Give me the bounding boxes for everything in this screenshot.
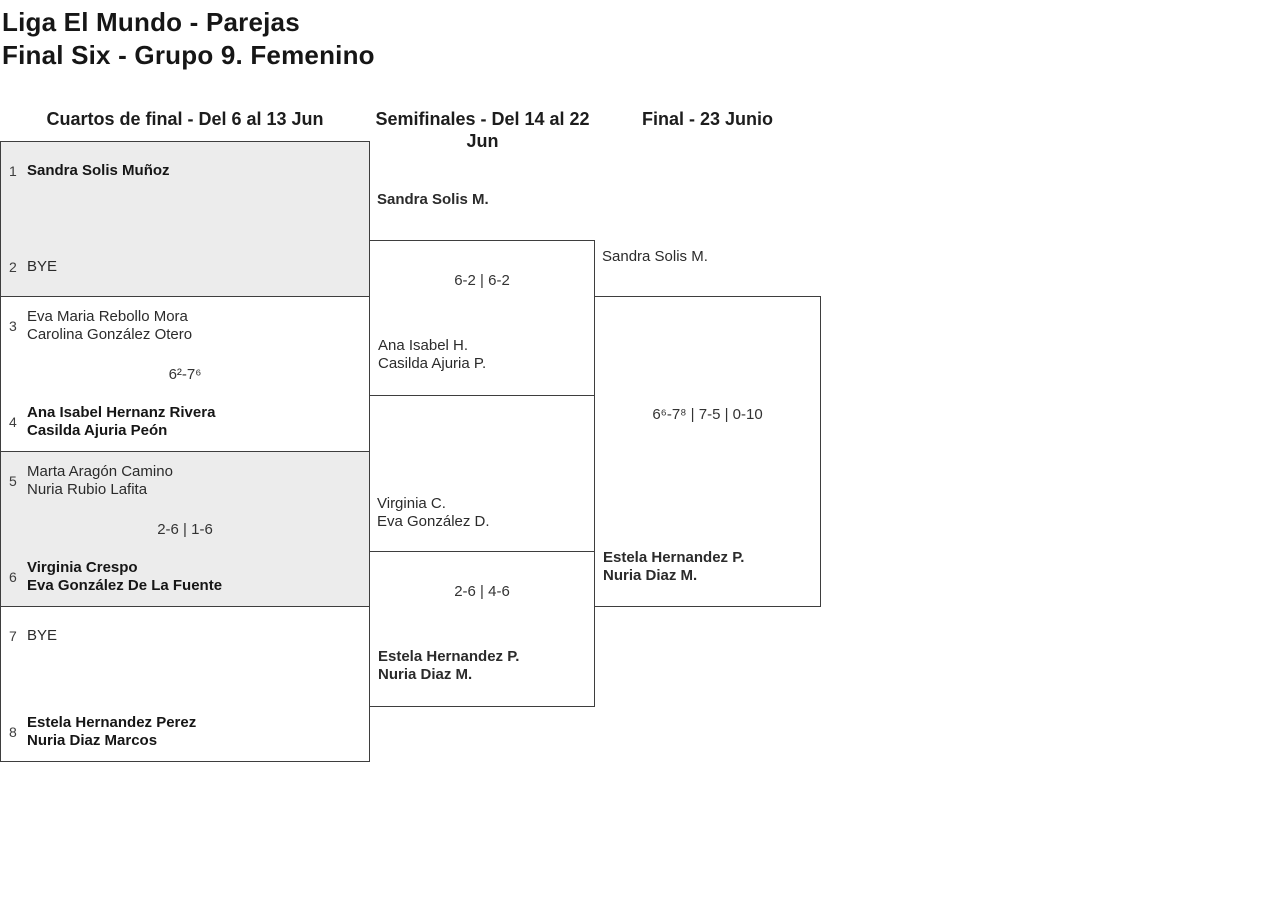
team-row: 8 Estela Hernandez Perez Nuria Diaz Marc… — [1, 711, 369, 753]
sf1-score: 6-2 | 6-2 — [454, 272, 510, 289]
seed-number: 5 — [9, 473, 17, 489]
team-row: 7 BYE — [1, 615, 369, 657]
team-name: BYE — [27, 258, 58, 275]
final-top-team: Sandra Solis M. — [602, 248, 708, 265]
team-name: Sandra Solis Muñoz — [27, 162, 170, 179]
team-row: 6 Virginia Crespo Eva González De La Fue… — [1, 556, 369, 598]
seed-number: 8 — [9, 724, 17, 740]
qf-match-2: 3 Eva Maria Rebollo Mora Carolina Gonzál… — [0, 296, 370, 452]
seed-number: 2 — [9, 259, 17, 275]
sf2-match-box: 2-6 | 4-6 Estela Hernandez P. Nuria Diaz… — [369, 551, 595, 707]
sf1-match-box: 6-2 | 6-2 Ana Isabel H. Casilda Ajuria P… — [369, 240, 595, 396]
team-name: BYE — [27, 627, 58, 644]
qf-match-1: 1 Sandra Solis Muñoz 2 BYE — [0, 141, 370, 297]
team-row: 4 Ana Isabel Hernanz Rivera Casilda Ajur… — [1, 401, 369, 443]
seed-number: 7 — [9, 628, 17, 644]
sf2-score: 2-6 | 4-6 — [454, 583, 510, 600]
team-name: Marta Aragón Camino Nuria Rubio Lafita — [27, 463, 173, 498]
match-score — [1, 657, 369, 711]
final-bottom-team: Estela Hernandez P. Nuria Diaz M. — [603, 549, 745, 584]
final-score: 6⁶-7⁸ | 7-5 | 0-10 — [652, 406, 763, 423]
sf1-top-team: Sandra Solis M. — [377, 191, 489, 208]
round-header-semifinales: Semifinales - Del 14 al 22 Jun — [375, 109, 590, 151]
quarterfinals-column: 1 Sandra Solis Muñoz 2 BYE 3 Eva Maria R… — [0, 141, 370, 762]
team-row: 5 Marta Aragón Camino Nuria Rubio Lafita — [1, 460, 369, 502]
match-score: 6²-7⁶ — [168, 365, 202, 383]
final-match-box: 6⁶-7⁸ | 7-5 | 0-10 Estela Hernandez P. N… — [594, 296, 821, 607]
seed-number: 4 — [9, 414, 17, 430]
round-header-final: Final - 23 Junio — [641, 109, 774, 129]
seed-number: 6 — [9, 569, 17, 585]
team-row: 3 Eva Maria Rebollo Mora Carolina Gonzál… — [1, 305, 369, 347]
team-name: Eva Maria Rebollo Mora Carolina González… — [27, 308, 193, 343]
match-score: 2-6 | 1-6 — [157, 520, 213, 538]
team-name: Estela Hernandez Perez Nuria Diaz Marcos — [27, 714, 197, 749]
round-header-cuartos: Cuartos de final - Del 6 al 13 Jun — [46, 109, 324, 129]
team-name: Virginia Crespo Eva González De La Fuent… — [27, 559, 223, 594]
team-row: 2 BYE — [1, 246, 369, 288]
team-name: Ana Isabel Hernanz Rivera Casilda Ajuria… — [27, 404, 216, 439]
qf-match-4: 7 BYE 8 Estela Hernandez Perez Nuria Dia… — [0, 606, 370, 762]
sf2-top-team: Virginia C. Eva González D. — [377, 495, 490, 530]
seed-number: 1 — [9, 163, 17, 179]
sf2-bottom-team: Estela Hernandez P. Nuria Diaz M. — [378, 648, 520, 683]
qf-match-3: 5 Marta Aragón Camino Nuria Rubio Lafita… — [0, 451, 370, 607]
page-title: Liga El Mundo - Parejas Final Six - Grup… — [2, 7, 375, 70]
match-score — [1, 192, 369, 246]
seed-number: 3 — [9, 318, 17, 334]
sf1-bottom-team: Ana Isabel H. Casilda Ajuria P. — [378, 337, 487, 372]
team-row: 1 Sandra Solis Muñoz — [1, 150, 369, 192]
